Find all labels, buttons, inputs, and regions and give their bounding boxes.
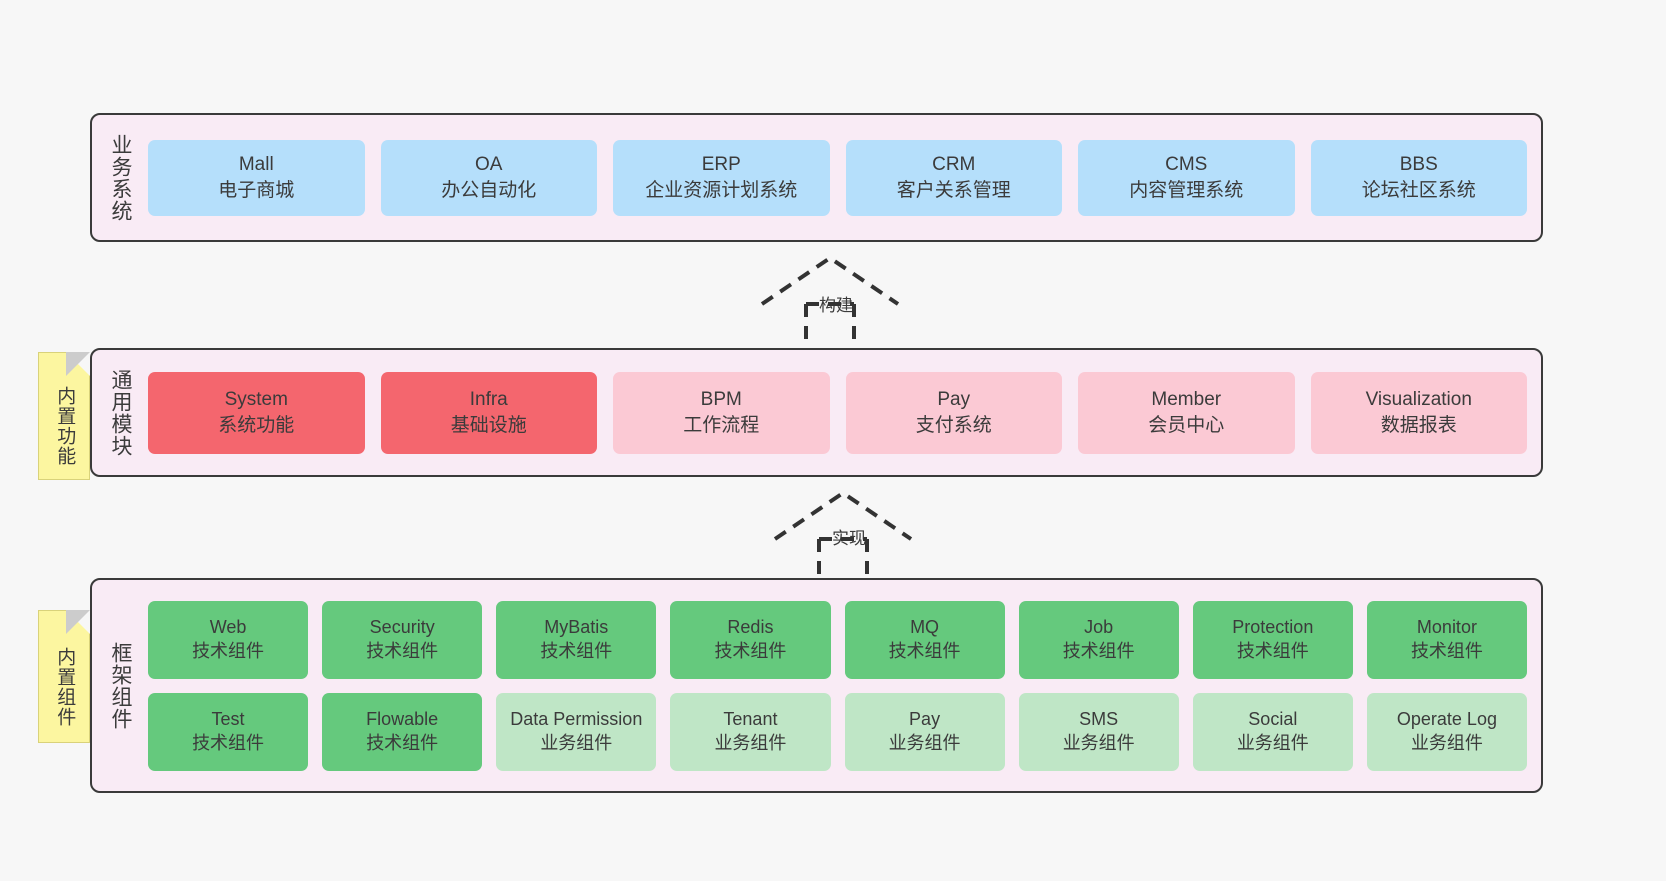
node-label-en: ERP <box>701 154 741 176</box>
sticky-note-builtin-features: 内置功能 <box>38 352 90 480</box>
node-sms[interactable]: SMS 业务组件 <box>1018 692 1179 771</box>
node-label-en: Pay <box>937 389 971 411</box>
node-label-cn: 系统功能 <box>218 414 295 436</box>
layer-body-business: Mall 电子商城 OA 办公自动化 ERP 企业资源计划系统 CRM 客户关系… <box>148 115 1541 240</box>
node-label-cn: 办公自动化 <box>441 179 537 201</box>
node-social[interactable]: Social 业务组件 <box>1192 692 1353 771</box>
layer-title-business: 业务系统 <box>108 133 132 222</box>
node-label-en: System <box>224 389 288 411</box>
node-label-en: Data Permission <box>510 708 643 729</box>
node-label-cn: 技术组件 <box>540 640 613 661</box>
node-label-cn: 论坛社区系统 <box>1361 179 1476 201</box>
node-label-en: Job <box>1084 616 1114 637</box>
node-pay-component[interactable]: Pay 业务组件 <box>844 692 1005 771</box>
node-label-en: BBS <box>1399 154 1438 176</box>
node-label-en: Operate Log <box>1396 708 1497 729</box>
node-label-en: Test <box>211 708 245 729</box>
node-label-cn: 技术组件 <box>714 640 787 661</box>
connector-implement-arrow <box>773 490 913 587</box>
layer-business-systems: 业务系统 Mall 电子商城 OA 办公自动化 ERP 企业资源计划系统 CRM… <box>90 113 1543 242</box>
connector-build-arrow <box>760 255 900 352</box>
node-label-cn: 数据报表 <box>1380 414 1457 436</box>
node-label-en: Tenant <box>723 708 778 729</box>
layer-body-common: System 系统功能 Infra 基础设施 BPM 工作流程 Pay 支付系统… <box>148 350 1541 475</box>
node-infra[interactable]: Infra 基础设施 <box>380 371 597 454</box>
node-label-cn: 工作流程 <box>683 414 760 436</box>
layer-title-framework: 框架组件 <box>108 641 132 730</box>
node-oa[interactable]: OA 办公自动化 <box>380 139 597 216</box>
node-label-en: MyBatis <box>544 616 609 637</box>
node-label-cn: 企业资源计划系统 <box>645 179 798 201</box>
node-label-en: Social <box>1248 708 1298 729</box>
node-label-cn: 内容管理系统 <box>1129 179 1244 201</box>
node-redis[interactable]: Redis 技术组件 <box>670 600 831 679</box>
node-label-cn: 业务组件 <box>540 732 613 753</box>
node-test[interactable]: Test 技术组件 <box>148 692 309 771</box>
node-bpm[interactable]: BPM 工作流程 <box>613 371 830 454</box>
node-protection[interactable]: Protection 技术组件 <box>1192 600 1353 679</box>
node-mybatis[interactable]: MyBatis 技术组件 <box>496 600 657 679</box>
node-label-cn: 技术组件 <box>192 640 265 661</box>
node-label-cn: 客户关系管理 <box>896 179 1011 201</box>
node-label-en: SMS <box>1079 708 1119 729</box>
node-security[interactable]: Security 技术组件 <box>322 600 483 679</box>
node-label-en: MQ <box>910 616 940 637</box>
node-cms[interactable]: CMS 内容管理系统 <box>1078 139 1295 216</box>
node-label-en: OA <box>475 154 503 176</box>
node-label-en: CRM <box>932 154 976 176</box>
node-label-en: Member <box>1151 389 1222 411</box>
framework-row-technical: Web 技术组件 Security 技术组件 MyBatis 技术组件 Redi… <box>148 600 1527 679</box>
node-label-cn: 技术组件 <box>366 732 439 753</box>
node-label-cn: 业务组件 <box>1062 732 1135 753</box>
node-label-en: Web <box>209 616 247 637</box>
node-label-cn: 电子商城 <box>218 179 295 201</box>
node-label-cn: 技术组件 <box>1236 640 1309 661</box>
node-label-cn: 基础设施 <box>450 414 527 436</box>
node-erp[interactable]: ERP 企业资源计划系统 <box>613 139 830 216</box>
layer-framework-components: 框架组件 Web 技术组件 Security 技术组件 MyBatis 技术组件… <box>90 578 1543 793</box>
layer-title-common: 通用模块 <box>108 368 132 457</box>
node-label-en: BPM <box>700 389 742 411</box>
node-monitor[interactable]: Monitor 技术组件 <box>1366 600 1527 679</box>
framework-row-business: Test 技术组件 Flowable 技术组件 Data Permission … <box>148 692 1527 771</box>
node-label-cn: 技术组件 <box>192 732 265 753</box>
node-operate-log[interactable]: Operate Log 业务组件 <box>1366 692 1527 771</box>
sticky-note-builtin-components: 内置组件 <box>38 610 90 743</box>
node-flowable[interactable]: Flowable 技术组件 <box>322 692 483 771</box>
node-label-cn: 会员中心 <box>1148 414 1225 436</box>
node-visualization[interactable]: Visualization 数据报表 <box>1310 371 1527 454</box>
node-member[interactable]: Member 会员中心 <box>1078 371 1295 454</box>
node-label-cn: 业务组件 <box>1236 732 1309 753</box>
node-system[interactable]: System 系统功能 <box>148 371 365 454</box>
node-web[interactable]: Web 技术组件 <box>148 600 309 679</box>
node-label-cn: 业务组件 <box>714 732 787 753</box>
node-label-en: Flowable <box>366 708 439 729</box>
node-label-cn: 业务组件 <box>888 732 961 753</box>
node-label-en: Infra <box>469 389 508 411</box>
node-label-en: Protection <box>1232 616 1314 637</box>
node-mq[interactable]: MQ 技术组件 <box>844 600 1005 679</box>
node-label-en: Visualization <box>1365 389 1472 411</box>
node-job[interactable]: Job 技术组件 <box>1018 600 1179 679</box>
node-label-cn: 支付系统 <box>915 414 992 436</box>
node-label-en: Redis <box>727 616 774 637</box>
node-label-cn: 业务组件 <box>1410 732 1483 753</box>
node-label-en: Mall <box>238 154 274 176</box>
node-pay-module[interactable]: Pay 支付系统 <box>845 371 1062 454</box>
layer-body-framework: Web 技术组件 Security 技术组件 MyBatis 技术组件 Redi… <box>148 580 1541 791</box>
node-bbs[interactable]: BBS 论坛社区系统 <box>1310 139 1527 216</box>
node-label-en: CMS <box>1165 154 1208 176</box>
node-label-cn: 技术组件 <box>888 640 961 661</box>
node-label-cn: 技术组件 <box>366 640 439 661</box>
node-label-en: Security <box>369 616 435 637</box>
node-label-en: Monitor <box>1416 616 1477 637</box>
layer-common-modules: 通用模块 System 系统功能 Infra 基础设施 BPM 工作流程 Pay… <box>90 348 1543 477</box>
node-crm[interactable]: CRM 客户关系管理 <box>845 139 1062 216</box>
node-tenant[interactable]: Tenant 业务组件 <box>670 692 831 771</box>
node-data-permission[interactable]: Data Permission 业务组件 <box>496 692 657 771</box>
node-mall[interactable]: Mall 电子商城 <box>148 139 365 216</box>
node-label-cn: 技术组件 <box>1062 640 1135 661</box>
node-label-cn: 技术组件 <box>1410 640 1483 661</box>
node-label-en: Pay <box>909 708 941 729</box>
